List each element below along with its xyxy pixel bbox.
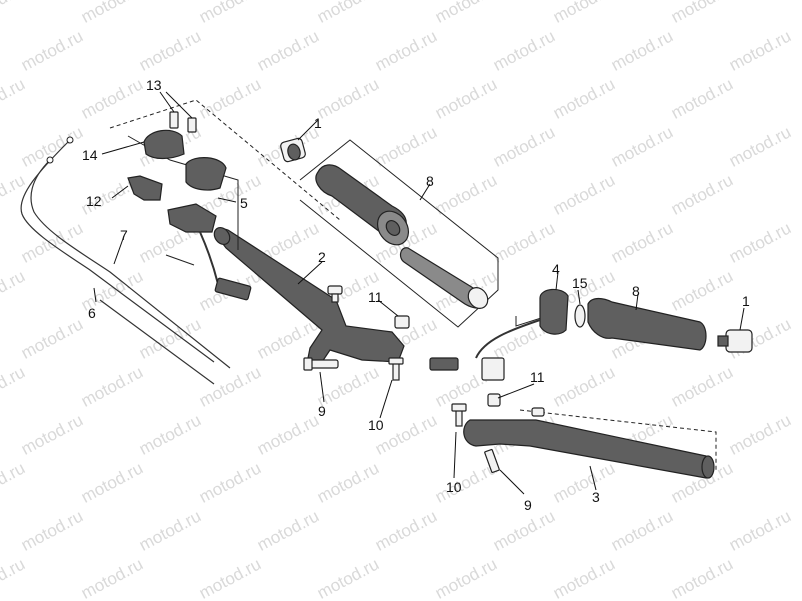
switch-housing-right: [429, 288, 569, 381]
left-clamp-screw: [388, 357, 404, 381]
left-top-screw: [327, 285, 343, 303]
callout-15: 15: [572, 275, 588, 291]
callout-8-right: 8: [632, 283, 640, 299]
callout-1-right: 1: [742, 293, 750, 309]
right-grip: [587, 297, 707, 351]
callout-13: 13: [146, 77, 162, 93]
callout-6: 6: [88, 305, 96, 321]
left-grip-outer: [315, 164, 410, 246]
grip-set-frame: [299, 139, 499, 328]
callout-8-left: 8: [426, 173, 434, 189]
callout-3: 3: [592, 489, 600, 505]
throttle-housing: [185, 157, 227, 191]
callout-5: 5: [240, 195, 248, 211]
left-switch-unit: [167, 203, 252, 301]
right-clamp-bolt: [484, 448, 500, 474]
housing-screws: [169, 111, 197, 133]
callout-2: 2: [318, 249, 326, 265]
choke-cable: [30, 156, 231, 385]
callout-9-right: 9: [524, 497, 532, 513]
callout-10-left: 10: [368, 417, 384, 433]
o-ring: [574, 304, 586, 328]
throttle-cable: [20, 136, 215, 363]
right-top-screw: [531, 407, 545, 417]
throttle-pulley: [127, 175, 163, 201]
callout-7: 7: [120, 227, 128, 243]
callout-1-left: 1: [314, 115, 322, 131]
callout-9-left: 9: [318, 403, 326, 419]
callout-labels: 1 1 2 3 4 5 6 7 8 8 9 9 10 10 11 11 12 1…: [82, 77, 750, 513]
right-nut: [487, 393, 501, 407]
right-clamp-screw: [451, 403, 467, 427]
left-grip-inner: [399, 247, 489, 309]
upper-housing: [143, 129, 185, 160]
end-weight-right: [717, 329, 753, 353]
callout-11-right: 11: [530, 369, 545, 385]
right-handlebar-frame: [519, 409, 717, 470]
callout-4: 4: [552, 261, 560, 277]
right-handlebar: [463, 419, 715, 479]
left-nut: [394, 315, 410, 329]
left-clamp-bolt: [303, 357, 339, 371]
callout-14: 14: [82, 147, 98, 163]
callout-12: 12: [86, 193, 102, 209]
callout-11-left: 11: [368, 289, 383, 305]
end-weight-left: [280, 137, 306, 163]
leader-lines: [93, 91, 745, 495]
callout-10-right: 10: [446, 479, 462, 495]
